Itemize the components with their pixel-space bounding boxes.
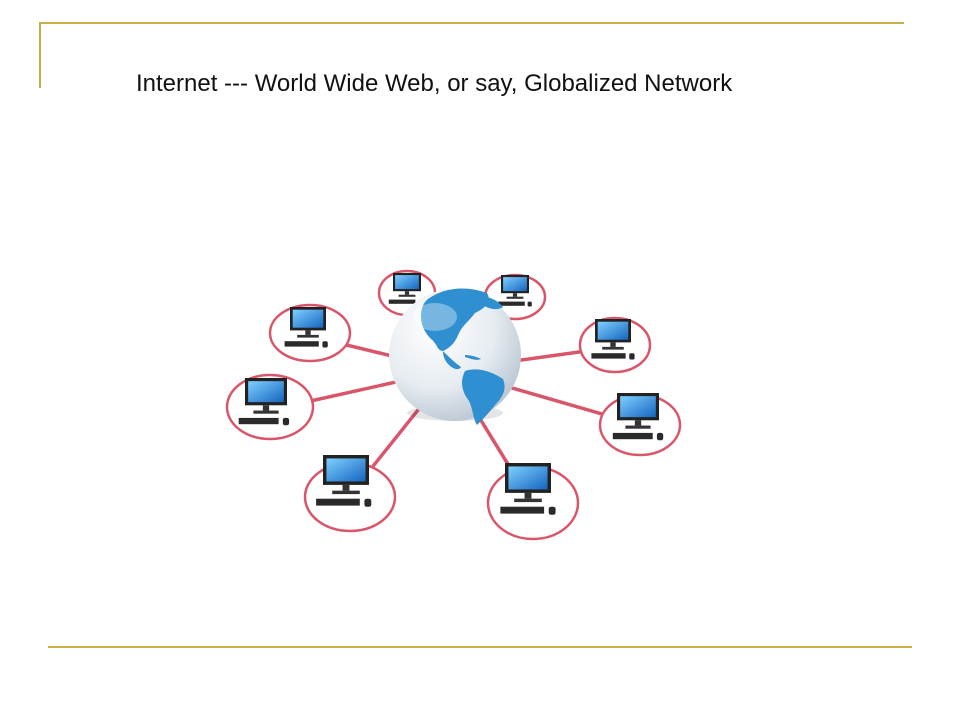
computer-icon [498, 275, 532, 307]
computer-icon [591, 319, 635, 360]
computer-icon [500, 463, 556, 515]
computer-icons [238, 273, 664, 515]
computer-icon [612, 393, 664, 441]
slide-title: Internet --- World Wide Web, or say, Glo… [136, 70, 733, 97]
bottom-rule [48, 646, 912, 648]
top-rule [39, 22, 904, 24]
network-illustration [225, 269, 682, 541]
computer-icon [238, 378, 290, 426]
left-rule [39, 22, 41, 88]
computer-icon [284, 307, 328, 348]
globe-icon [389, 288, 521, 425]
computer-icon [316, 455, 372, 507]
